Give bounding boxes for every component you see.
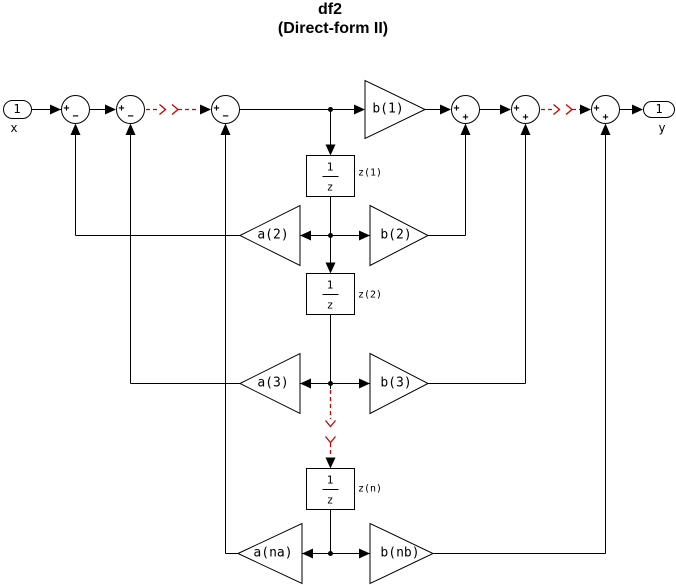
arrowhead [600,123,611,135]
delayn-denominator: z [326,493,334,507]
gain-b3-label: b(3) [380,375,412,391]
output-port-number: 1 [655,102,663,116]
continuation-wires [146,104,580,457]
arrowhead [325,144,336,156]
arrowhead [359,378,370,389]
output-port-name: y [658,121,666,135]
sum6-south-sign: + [602,112,609,123]
gain-b1-label: b(1) [372,101,404,117]
branch-dot [328,107,333,112]
delay1-denominator: z [326,180,334,194]
sum1-south-sign: − [72,111,79,122]
input-port-shape [3,100,32,119]
branch-dots [328,107,333,556]
continuation-dashes [146,108,580,457]
sum2-west-sign: + [118,103,125,114]
blocks [3,79,675,585]
sum4-west-sign: + [453,103,460,114]
arrowhead [325,262,336,274]
delay1-state-label: z(1) [358,167,383,179]
arrowhead [632,104,643,115]
arrowhead [200,104,211,115]
sum3-south-sign: − [222,111,229,122]
branch-dot [328,551,333,556]
arrowhead [359,548,370,559]
diagram-title: df2 [318,1,342,18]
arrowhead [354,104,365,115]
delay2-numerator: 1 [326,278,334,292]
arrowhead [580,104,591,115]
arrowhead [325,457,336,469]
arrowhead [359,230,370,241]
delay2-denominator: z [326,298,334,312]
continuation-chevrons [159,104,574,444]
sum1-west-sign: + [63,103,70,114]
arrowhead [440,104,451,115]
arrowhead [500,104,511,115]
arrowhead [105,104,116,115]
arrowhead [520,123,531,135]
wire-paths [31,109,642,554]
sum6-west-sign: + [593,103,600,114]
arrowhead [50,104,61,115]
input-port-number: 1 [13,102,21,116]
sum2-south-sign: − [127,111,134,122]
gain-a3-label: a(3) [257,375,289,391]
diagram-subtitle: (Direct-form II) [277,20,389,37]
arrowhead [460,123,471,135]
delay1-numerator: 1 [326,160,334,174]
sum4-south-sign: + [462,112,469,123]
delayn-numerator: 1 [326,473,334,487]
sum5-south-sign: + [522,112,529,123]
arrowhead [70,123,81,135]
input-port-name: x [10,121,18,135]
arrowhead [302,548,313,559]
output-port-shape [643,101,675,118]
arrowhead [220,123,231,135]
branch-dot [328,381,333,386]
arrowheads [50,104,643,559]
gain-bnb-label: b(nb) [380,545,420,561]
arrowhead [125,123,136,135]
delay2-state-label: z(2) [358,289,383,301]
branch-dot [328,233,333,238]
gain-b2-label: b(2) [380,227,412,243]
gain-a2-label: a(2) [257,227,289,243]
fraction-bars [322,176,339,490]
gain-ana-label: a(na) [253,545,293,561]
sum5-west-sign: + [513,103,520,114]
arrowhead [300,378,311,389]
delayn-state-label: z(n) [358,483,383,495]
arrowhead [300,230,311,241]
sum3-west-sign: + [213,103,220,114]
signal-wires [31,109,642,554]
